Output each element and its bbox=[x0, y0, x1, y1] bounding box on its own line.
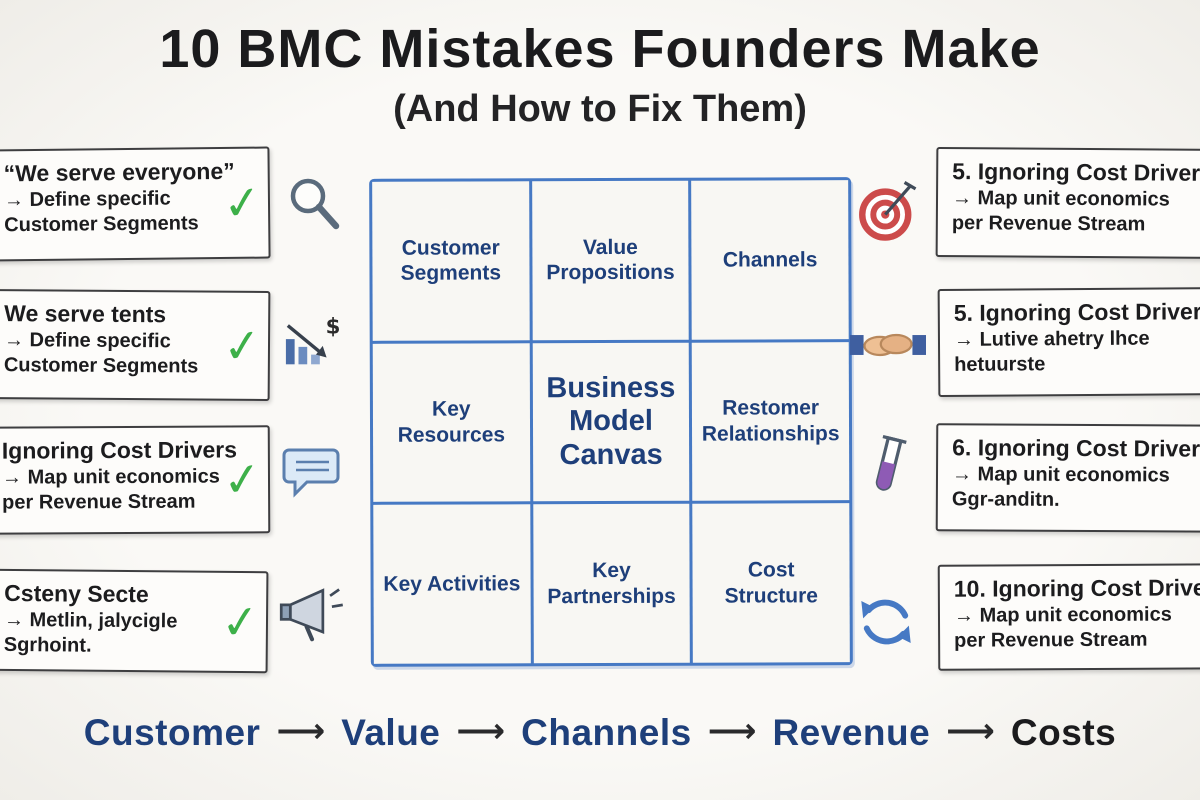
left-note-1: “We serve everyone” → Define specific Cu… bbox=[0, 146, 271, 262]
bmc-cell-customer-relationships: Restomer Relationships bbox=[692, 341, 850, 502]
note-fix-line: → Define specific bbox=[3, 187, 171, 212]
bmc-cell-key-resources: Key Resources bbox=[372, 342, 530, 503]
bmc-cell-customer-segments: Customer Segments bbox=[372, 181, 530, 341]
note-fix-line: per Revenue Stream bbox=[2, 490, 196, 515]
note-title: We serve tents bbox=[4, 300, 167, 328]
note-fix-line: Customer Segments bbox=[3, 354, 199, 378]
svg-text:$: $ bbox=[326, 314, 341, 339]
note-fix-line: Sgrhoint. bbox=[3, 634, 92, 658]
note-title: 10. Ignoring Cost Drivers bbox=[953, 574, 1200, 602]
bmc-cell-center-title: Business Model Canvas bbox=[532, 342, 690, 502]
handshake-icon bbox=[850, 320, 926, 370]
target-icon bbox=[854, 176, 922, 244]
cycle-arrows-icon bbox=[854, 590, 918, 654]
note-fix-line: → Lutive ahetry lhce bbox=[953, 327, 1150, 351]
note-title: 5. Ignoring Cost Drivers bbox=[953, 298, 1200, 326]
note-fix-line: Ggr-anditn. bbox=[951, 488, 1060, 512]
arrow-icon: ⟶ bbox=[946, 712, 995, 750]
page-title: 10 BMC Mistakes Founders Make bbox=[159, 19, 1041, 79]
arrow-icon: ⟶ bbox=[276, 712, 326, 750]
business-model-canvas-grid: Customer Segments Value Propositions Cha… bbox=[369, 177, 853, 667]
bmc-cell-value-propositions: Value Propositions bbox=[531, 180, 690, 340]
speech-bubble-icon bbox=[278, 440, 346, 502]
right-note-4: 10. Ignoring Cost Drivers → Map unit eco… bbox=[937, 563, 1200, 671]
flow-step-customer: Customer bbox=[83, 712, 261, 753]
note-fix-line: Customer Segments bbox=[4, 212, 199, 237]
flow-step-revenue: Revenue bbox=[772, 712, 931, 753]
flow-step-value: Value bbox=[341, 712, 441, 753]
note-fix-line: → Map unit economics bbox=[951, 186, 1170, 211]
summary-flow: Customer ⟶ Value ⟶ Channels ⟶ Revenue ⟶ … bbox=[0, 712, 1200, 754]
note-title: Csteny Secte bbox=[4, 579, 149, 608]
check-icon: ✓ bbox=[220, 451, 265, 508]
note-fix-line: hetuurste bbox=[954, 353, 1046, 377]
test-tube-icon bbox=[862, 428, 912, 512]
bmc-cell-channels: Channels bbox=[691, 180, 849, 340]
bmc-cell-key-partnerships: Key Partnerships bbox=[532, 504, 691, 664]
left-note-4: Csteny Secte → Metlin, jalycigle Sgrhoin… bbox=[0, 568, 269, 674]
magnifier-icon bbox=[282, 172, 346, 236]
flow-step-channels: Channels bbox=[521, 712, 692, 753]
note-fix-line: → Metlin, jalycigle bbox=[3, 608, 178, 633]
note-title: 5. Ignoring Cost Drivers bbox=[952, 158, 1200, 186]
note-title: “We serve everyone” bbox=[3, 157, 235, 187]
flow-step-costs: Costs bbox=[1010, 712, 1117, 753]
arrow-icon: ⟶ bbox=[707, 712, 757, 750]
bmc-cell-cost-structure: Cost Structure bbox=[692, 503, 850, 663]
arrow-icon: ⟶ bbox=[456, 712, 506, 750]
check-icon: ✓ bbox=[220, 174, 265, 231]
note-fix-line: → Define specific bbox=[3, 328, 171, 353]
right-note-3: 6. Ignoring Cost Drivers → Map unit econ… bbox=[935, 423, 1200, 533]
check-icon: ✓ bbox=[219, 594, 263, 650]
page-subtitle: (And How to Fix Them) bbox=[393, 88, 807, 130]
declining-chart-icon: $ bbox=[280, 312, 348, 374]
bmc-cell-key-activities: Key Activities bbox=[373, 504, 531, 664]
right-note-1: 5. Ignoring Cost Drivers → Map unit econ… bbox=[935, 146, 1200, 260]
right-note-2: 5. Ignoring Cost Drivers → Lutive ahetry… bbox=[937, 286, 1200, 398]
note-fix-line: per Revenue Stream bbox=[954, 629, 1148, 653]
note-fix-line: per Revenue Stream bbox=[951, 212, 1146, 236]
note-title: Ignoring Cost Drivers bbox=[1, 436, 238, 464]
left-note-2: We serve tents → Define specific Custome… bbox=[0, 289, 271, 401]
note-fix-line: → Map unit economics bbox=[953, 603, 1172, 627]
check-icon: ✓ bbox=[221, 318, 265, 374]
megaphone-icon bbox=[274, 580, 350, 646]
left-note-3: Ignoring Cost Drivers → Map unit economi… bbox=[0, 425, 271, 535]
note-fix-line: → Map unit economics bbox=[1, 465, 220, 489]
note-fix-line: → Map unit economics bbox=[951, 463, 1170, 487]
note-title: 6. Ignoring Cost Drivers bbox=[952, 434, 1200, 462]
